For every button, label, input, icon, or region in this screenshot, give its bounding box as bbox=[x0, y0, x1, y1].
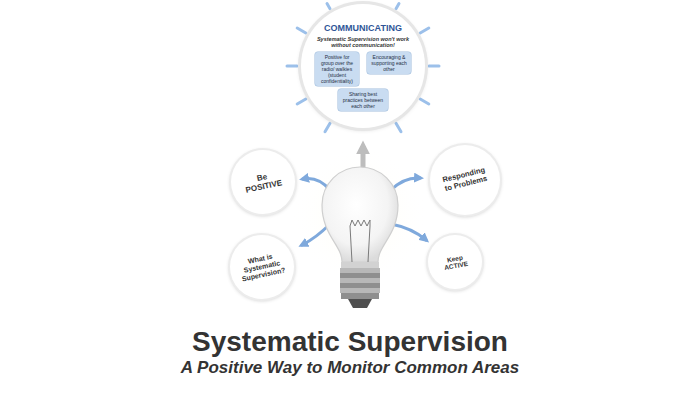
bulb-tip bbox=[348, 299, 372, 308]
title-block: Systematic SupervisionA Positive Way to … bbox=[0, 326, 700, 379]
speech-bubble: Positive for group over the radio/ walki… bbox=[315, 52, 359, 86]
hub-rays bbox=[287, 4, 439, 132]
subtitle: A Positive Way to Monitor Common Areas bbox=[0, 358, 700, 378]
speech-bubble: Encouraging & supporting each other bbox=[367, 52, 411, 74]
circle-heading: Keep ACTIVE bbox=[434, 251, 475, 272]
circle-heading: What is Systematic Supervision? bbox=[237, 250, 287, 283]
title: Systematic Supervision bbox=[0, 326, 700, 358]
ray bbox=[396, 4, 399, 9]
bulb-thread bbox=[341, 293, 379, 299]
hub-subheading: Systematic Supervision won't work withou… bbox=[315, 36, 411, 49]
ray bbox=[325, 123, 330, 132]
bulb-glass bbox=[322, 167, 398, 262]
topic-hub-circle: COMMUNICATING Systematic Supervision won'… bbox=[301, 4, 425, 128]
topic-circle: What is Systematic Supervision? bbox=[230, 235, 294, 299]
light-bulb bbox=[322, 167, 398, 308]
ray bbox=[287, 65, 297, 68]
curved-arrow bbox=[391, 178, 420, 190]
bulb-thread bbox=[340, 278, 380, 283]
up-arrow bbox=[361, 146, 366, 168]
topic-circle: Keep ACTIVE bbox=[428, 235, 482, 289]
bulb-thread bbox=[340, 273, 380, 278]
ray bbox=[420, 99, 429, 104]
curved-arrow bbox=[391, 224, 426, 240]
circle-heading: Be POSITIVE bbox=[239, 168, 288, 196]
circle-heading: Responding to Problems bbox=[439, 166, 492, 195]
bubble-text: Encouraging & supporting each other bbox=[370, 54, 408, 72]
bubble-text: Sharing best practices between each othe… bbox=[341, 91, 385, 109]
topic-circle: Be POSITIVE bbox=[231, 150, 295, 214]
bulb-neck bbox=[341, 262, 379, 268]
ray bbox=[429, 65, 439, 68]
bulb-glow bbox=[290, 145, 430, 285]
bulb-thread bbox=[340, 283, 380, 288]
ray bbox=[396, 123, 401, 132]
bulb-filament bbox=[350, 220, 370, 262]
topic-circle: Responding to Problems bbox=[430, 145, 500, 215]
ray bbox=[297, 99, 306, 104]
bulb-thread bbox=[340, 288, 380, 293]
speech-bubble: Sharing best practices between each othe… bbox=[338, 89, 388, 111]
ray bbox=[420, 28, 429, 33]
bubble-text: Positive for group over the radio/ walki… bbox=[318, 54, 356, 84]
bulb-thread bbox=[340, 268, 380, 273]
ray bbox=[327, 4, 330, 9]
ray bbox=[297, 28, 306, 33]
hub-heading: COMMUNICATING bbox=[301, 24, 425, 34]
